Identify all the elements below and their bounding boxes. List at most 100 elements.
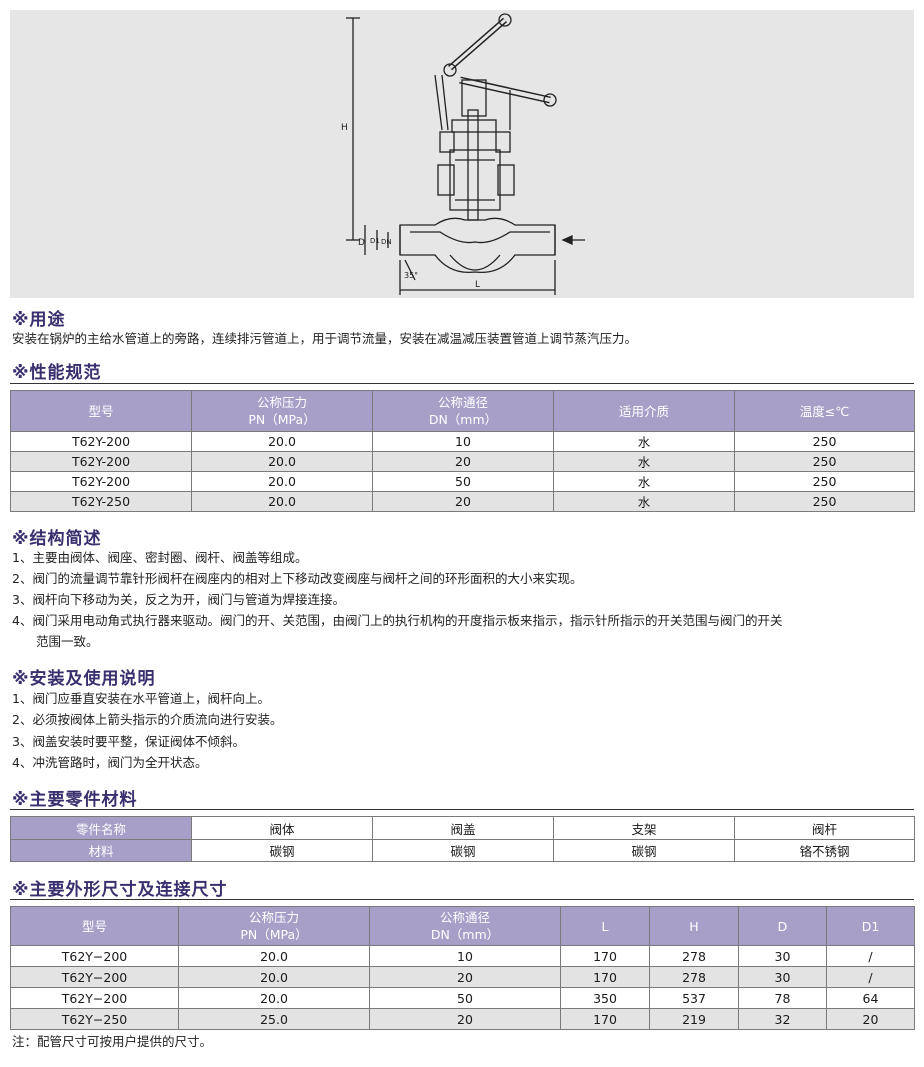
dim-header-d1: D1 [826, 906, 915, 946]
cell: 50 [369, 987, 561, 1009]
cell: 32 [738, 1008, 827, 1030]
spec-header-medium: 适用介质 [553, 390, 735, 432]
cell: 64 [826, 987, 915, 1009]
cell: / [826, 945, 915, 967]
install-title: ※安装及使用说明 [12, 669, 156, 689]
cell: 碳钢 [372, 839, 554, 862]
label-h: H [341, 123, 348, 133]
cell: 250 [734, 471, 915, 492]
structure-item-3: 3、阀杆向下移动为关，反之为开，阀门与管道为焊接连接。 [12, 592, 345, 607]
cell: 10 [369, 945, 561, 967]
materials-header-material: 材料 [10, 839, 192, 862]
label-l: L [475, 280, 480, 290]
structure-item-4-cont: 范围一致。 [36, 634, 99, 649]
install-item-3: 3、阀盖安装时要平整，保证阀体不倾斜。 [12, 734, 245, 749]
label-d: D [358, 238, 365, 248]
table-row: T62Y-200 20.0 10 水 250 [10, 431, 915, 452]
install-item-1: 1、阀门应垂直安装在水平管道上，阀杆向上。 [12, 691, 270, 706]
materials-header-part: 零件名称 [10, 816, 192, 840]
cell: 350 [560, 987, 650, 1009]
spec-header-temp: 温度≤℃ [734, 390, 915, 432]
spec-header-model: 型号 [10, 390, 192, 432]
cell: 20.0 [191, 451, 373, 472]
valve-drawing-svg: H L D D1 DN 35° [341, 13, 585, 295]
dim-header-model: 型号 [10, 906, 179, 946]
materials-rule [10, 809, 914, 810]
label-d1: D1 [370, 237, 380, 245]
cell: 20 [826, 1008, 915, 1030]
cell: T62Y-250 [10, 491, 192, 512]
table-row: T62Y−250 25.0 20 170 219 32 20 [10, 1008, 915, 1030]
table-row: 材料 碳钢 碳钢 碳钢 铬不锈钢 [10, 839, 915, 862]
cell: 25.0 [178, 1008, 370, 1030]
cell: T62Y−200 [10, 945, 179, 967]
cell: T62Y-200 [10, 431, 192, 452]
table-row: T62Y−200 20.0 50 350 537 78 64 [10, 987, 915, 1009]
cell: 250 [734, 491, 915, 512]
cell: T62Y−200 [10, 987, 179, 1009]
cell: 20 [369, 1008, 561, 1030]
materials-table: 零件名称 阀体 阀盖 支架 阀杆 材料 碳钢 碳钢 碳钢 铬不锈钢 [10, 816, 915, 862]
cell: 阀体 [191, 816, 373, 840]
dim-header-l: L [560, 906, 650, 946]
cell: 78 [738, 987, 827, 1009]
cell: 20 [372, 491, 554, 512]
label-angle: 35° [404, 271, 418, 280]
dimensions-rule [10, 899, 914, 900]
cell: T62Y−250 [10, 1008, 179, 1030]
structure-title: ※结构简述 [12, 529, 102, 549]
usage-text: 安装在锅炉的主给水管道上的旁路，连续排污管道上，用于调节流量，安装在减温减压装置… [12, 331, 638, 346]
spec-rule [10, 383, 914, 384]
install-item-4: 4、冲洗管路时，阀门为全开状态。 [12, 755, 208, 770]
cell: 支架 [553, 816, 735, 840]
cell: 20 [369, 966, 561, 988]
cell: 20.0 [178, 987, 370, 1009]
cell: 水 [553, 491, 735, 512]
materials-title: ※主要零件材料 [12, 790, 138, 810]
cell: 铬不锈钢 [734, 839, 915, 862]
structure-item-1: 1、主要由阀体、阀座、密封圈、阀杆、阀盖等组成。 [12, 550, 308, 565]
cell: 30 [738, 945, 827, 967]
table-row: T62Y-200 20.0 20 水 250 [10, 451, 915, 472]
cell: 170 [560, 966, 650, 988]
usage-title: ※用途 [12, 310, 66, 330]
cell: 20.0 [178, 945, 370, 967]
cell: 碳钢 [191, 839, 373, 862]
cell: 水 [553, 431, 735, 452]
install-item-2: 2、必须按阀体上箭头指示的介质流向进行安装。 [12, 712, 283, 727]
spec-title: ※性能规范 [12, 363, 102, 383]
cell: T62Y-200 [10, 471, 192, 492]
structure-item-2: 2、阀门的流量调节靠针形阀杆在阀座内的相对上下移动改变阀座与阀杆之间的环形面积的… [12, 571, 583, 586]
table-row: T62Y-200 20.0 50 水 250 [10, 471, 915, 492]
valve-drawing: H L D D1 DN 35° [10, 10, 914, 298]
table-row: 零件名称 阀体 阀盖 支架 阀杆 [10, 816, 915, 840]
cell: T62Y-200 [10, 451, 192, 472]
table-row: T62Y−200 20.0 10 170 278 30 / [10, 945, 915, 967]
dim-header-h: H [649, 906, 739, 946]
cell: 水 [553, 451, 735, 472]
cell: 20.0 [191, 491, 373, 512]
cell: 170 [560, 945, 650, 967]
cell: / [826, 966, 915, 988]
cell: 50 [372, 471, 554, 492]
dim-header-d: D [738, 906, 827, 946]
cell: 219 [649, 1008, 739, 1030]
cell: 阀杆 [734, 816, 915, 840]
cell: 537 [649, 987, 739, 1009]
cell: 10 [372, 431, 554, 452]
cell: 250 [734, 431, 915, 452]
cell: 水 [553, 471, 735, 492]
cell: 278 [649, 966, 739, 988]
cell: 20 [372, 451, 554, 472]
cell: 20.0 [191, 431, 373, 452]
cell: 278 [649, 945, 739, 967]
table-row: T62Y-250 20.0 20 水 250 [10, 491, 915, 512]
cell: 30 [738, 966, 827, 988]
